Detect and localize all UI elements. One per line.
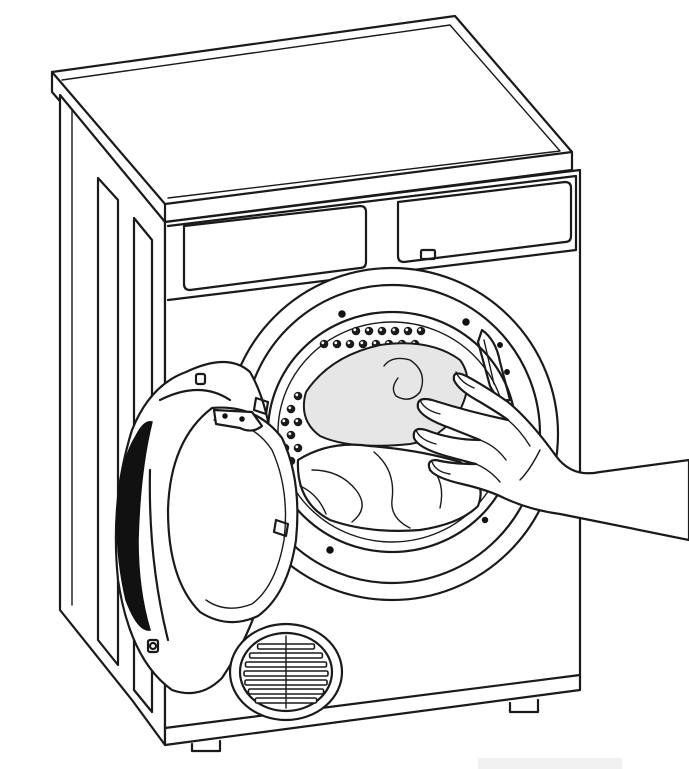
- perforation-highlight: [379, 328, 383, 332]
- perforation-highlight: [288, 432, 292, 436]
- door-hinge-bottom: [146, 638, 160, 654]
- display-window-left: [182, 204, 368, 292]
- perforation-highlight: [373, 341, 377, 345]
- perforation-hole: [403, 326, 413, 336]
- door-seal: [116, 421, 153, 631]
- perforation-hole: [293, 391, 303, 401]
- perforation-hole: [332, 339, 342, 349]
- perforation-hole: [345, 339, 355, 349]
- perforation-hole: [286, 430, 296, 440]
- power-button: [419, 248, 437, 261]
- lint-filter-slot: [476, 328, 512, 402]
- perforation-hole: [351, 326, 361, 336]
- door-glass: [166, 406, 299, 624]
- finger-index: [455, 371, 475, 389]
- open-door: [114, 361, 299, 695]
- perforation-hole: [280, 417, 290, 427]
- cabinet-top-inner-edge: [61, 24, 561, 199]
- perforation-hole: [416, 326, 426, 336]
- finger-ring: [415, 429, 437, 445]
- perforation-highlight: [347, 341, 351, 345]
- hand: [412, 371, 689, 542]
- caption-placeholder: [478, 758, 622, 769]
- perforation-highlight: [295, 419, 299, 423]
- perforation-highlight: [360, 341, 364, 345]
- perforation-highlight: [418, 328, 422, 332]
- control-panel: [166, 174, 578, 302]
- perforation-highlight: [282, 419, 286, 423]
- perforation-highlight: [334, 341, 338, 345]
- finger-middle: [419, 399, 441, 415]
- perforation-highlight: [288, 406, 292, 410]
- perforation-hole: [293, 443, 303, 453]
- perforation-hole: [390, 326, 400, 336]
- perforation-hole: [364, 326, 374, 336]
- perforation-highlight: [366, 328, 370, 332]
- perforation-highlight: [405, 328, 409, 332]
- perforation-hole: [319, 339, 329, 349]
- hand-palm-arm: [412, 372, 689, 542]
- perforation-highlight: [295, 393, 299, 397]
- perforation-hole: [358, 339, 368, 349]
- perforation-highlight: [295, 445, 299, 449]
- perforation-highlight: [321, 341, 325, 345]
- door-hinge-top: [194, 372, 207, 386]
- perforation-hole: [286, 404, 296, 414]
- vent-grille: [228, 622, 344, 722]
- finger-little: [431, 461, 451, 475]
- perforation-highlight: [353, 328, 357, 332]
- display-window-right: [396, 180, 573, 264]
- perforation-highlight: [392, 328, 396, 332]
- perforation-hole: [377, 326, 387, 336]
- foot-right: [508, 698, 540, 714]
- perforation-hole: [293, 417, 303, 427]
- foot-left: [190, 739, 222, 753]
